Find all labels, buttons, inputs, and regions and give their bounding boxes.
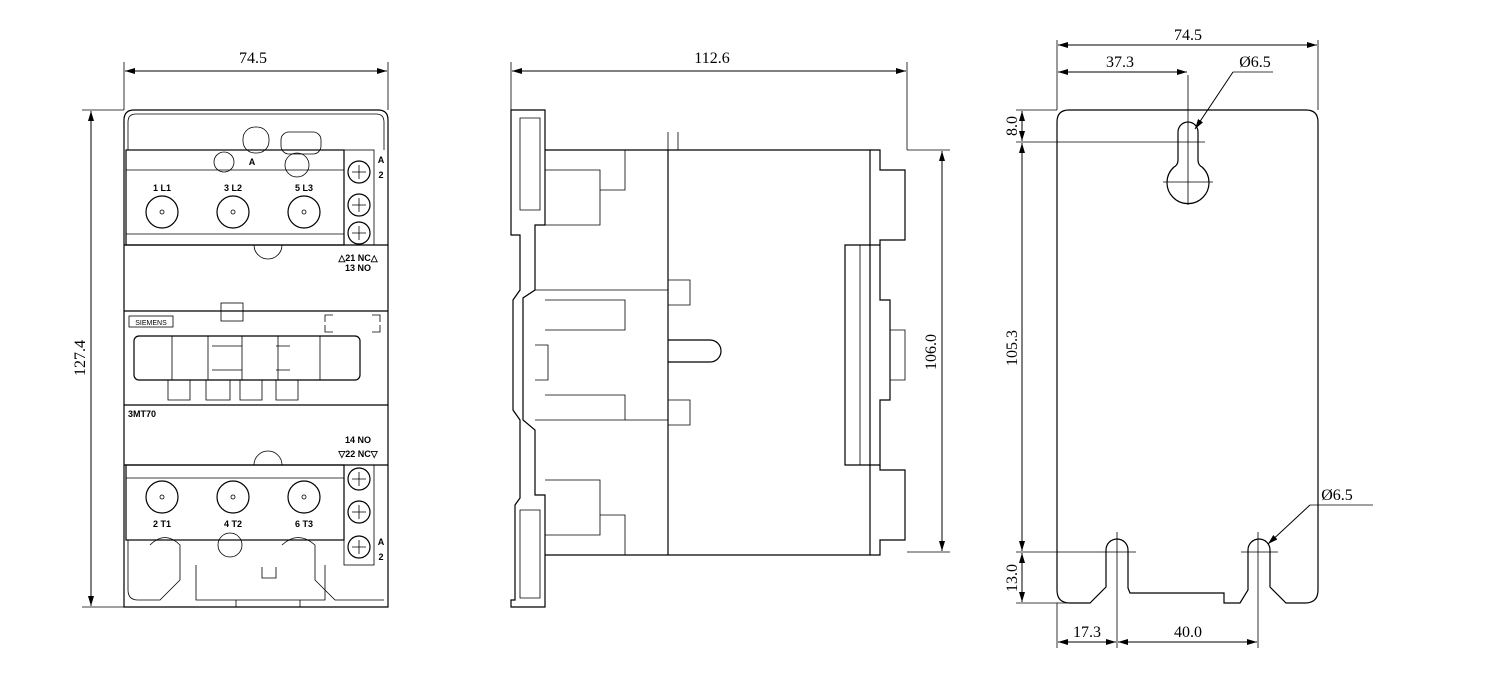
- terminal-1L1: 1 L1: [153, 183, 171, 193]
- actuator-pin: [668, 339, 722, 363]
- side-housing: [545, 149, 871, 556]
- top-hole-diameter-label: Ø6.5: [1239, 54, 1271, 71]
- front-height-dimension: 127.4: [72, 109, 124, 608]
- hole-offset-label: 37.3: [1106, 54, 1134, 71]
- bottom-spacing-label: 40.0: [1174, 624, 1202, 641]
- front-view: 74.5 127.4 A 1 L1 3 L2 5 L3: [72, 50, 389, 608]
- bottom-hole-callout: Ø6.5: [1267, 487, 1373, 545]
- side-depth-label: 112.6: [694, 50, 729, 67]
- model-label: 3MT70: [128, 409, 156, 419]
- terminal-4T2: 4 T2: [224, 519, 242, 529]
- bottom-horizontal-dimensions: 17.3 40.0: [1056, 603, 1257, 648]
- side-rear-terminal: [870, 149, 906, 556]
- mounting-plate-outline: [1056, 109, 1319, 604]
- brand-label: SIEMENS: [135, 320, 167, 327]
- aux-bottom-label-2: ▽22 NC▽: [337, 449, 378, 459]
- brand-plate: [128, 315, 174, 328]
- front-housing: [123, 109, 389, 608]
- coil-bottom-num: 2: [378, 552, 383, 562]
- terminal-2T1: 2 T1: [153, 519, 171, 529]
- bottom-hole-diameter-label: Ø6.5: [1321, 487, 1353, 504]
- bottom-offset-label: 13.0: [1004, 564, 1021, 592]
- bottom-aux-terminals: A 2: [343, 464, 385, 566]
- aux-bottom-label-1: 14 NO: [345, 435, 371, 445]
- front-height-label: 127.4: [72, 340, 89, 376]
- aux-top-label-2: 13 NO: [345, 263, 371, 273]
- coil-top-num: 2: [378, 170, 383, 180]
- top-offset-label: 8.0: [1004, 116, 1021, 136]
- front-width-label: 74.5: [239, 50, 267, 67]
- mounting-view: 74.5 37.3 Ø6.5 8.0 105.3 13.0 Ø6.5: [1004, 27, 1373, 648]
- coil-top-a: A: [378, 155, 385, 165]
- terminal-3L2: 3 L2: [224, 183, 242, 193]
- coil-bottom-a: A: [378, 537, 385, 547]
- actuator-mechanism: [133, 335, 361, 381]
- bottom-left-label: 17.3: [1073, 624, 1101, 641]
- hole-spacing-label: 105.3: [1004, 330, 1021, 366]
- side-height-dimension: 106.0: [907, 149, 950, 553]
- terminal-5L3: 5 L3: [295, 183, 313, 193]
- aux-top-label-1: △21 NC△: [337, 253, 378, 263]
- din-rail-clip: [510, 109, 546, 608]
- mount-width-dimension: 74.5: [1056, 27, 1319, 110]
- side-view: 112.6 106.0: [510, 50, 950, 608]
- vertical-dimensions: 8.0 105.3 13.0: [1004, 109, 1205, 604]
- top-hole-callout: Ø6.5: [1194, 54, 1273, 130]
- bottom-main-terminals: 2 T1 4 T2 6 T3: [145, 480, 321, 529]
- mount-width-label: 74.5: [1174, 27, 1202, 44]
- top-main-terminals: 1 L1 3 L2 5 L3: [145, 183, 321, 229]
- side-height-label: 106.0: [923, 334, 940, 370]
- hole-offset-dimension: 37.3: [1058, 54, 1187, 75]
- top-aux-terminals: A 2 △21 NC△ 13 NO: [337, 149, 385, 273]
- side-depth-dimension: 112.6: [510, 50, 908, 150]
- terminal-6T3: 6 T3: [295, 519, 313, 529]
- mid-a-label: A: [249, 157, 256, 167]
- front-width-dimension: 74.5: [123, 50, 389, 110]
